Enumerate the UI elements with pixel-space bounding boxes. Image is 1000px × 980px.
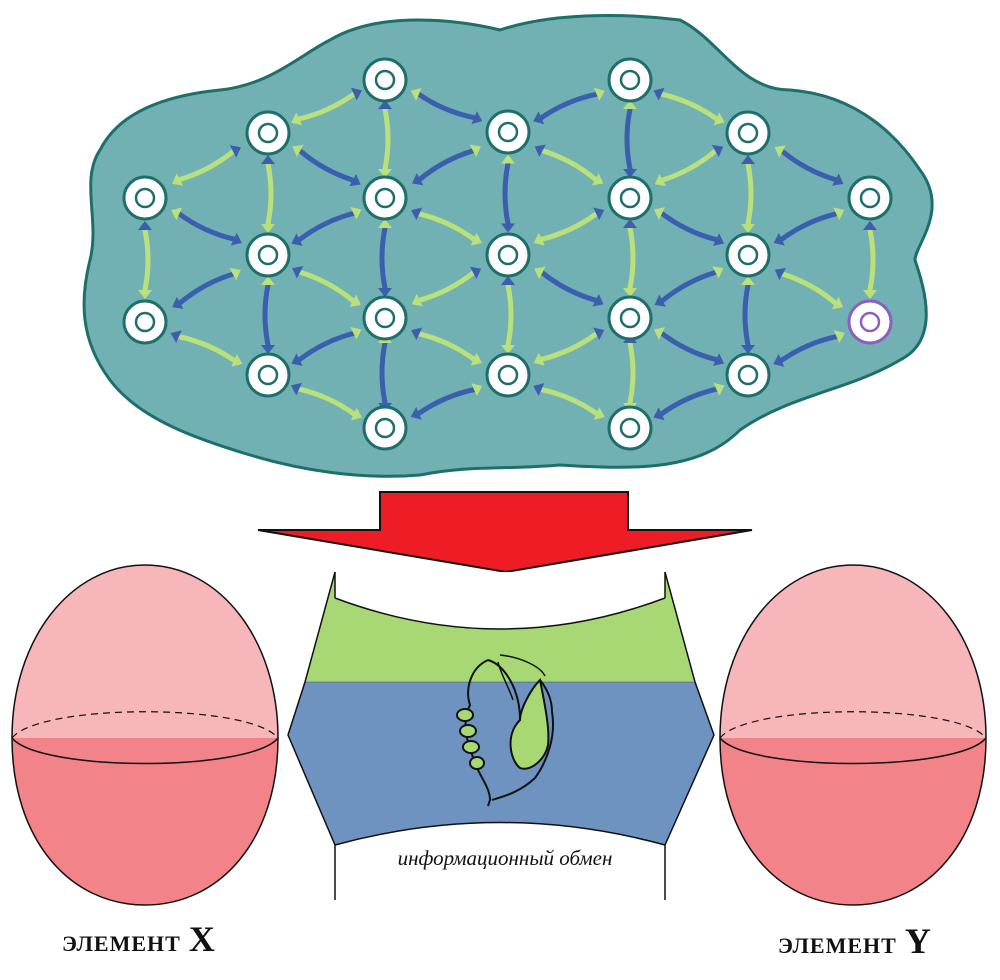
element-y-letter: Y	[904, 921, 931, 961]
information-exchange-band	[287, 571, 715, 900]
network-node	[485, 232, 531, 278]
network-arrow	[653, 207, 725, 246]
network-node	[847, 175, 893, 221]
network-arrow	[773, 207, 845, 246]
network-arrow	[533, 327, 605, 366]
network-arrow	[534, 266, 604, 307]
network-arrows	[138, 87, 877, 421]
network-arrow	[170, 330, 243, 367]
network-arrow	[774, 267, 844, 310]
network-arrow	[171, 207, 242, 246]
network-arrow	[261, 155, 275, 233]
network-node	[607, 175, 653, 221]
element-x-word: ЭЛЕМЕНТ	[62, 931, 181, 956]
element-y-label: ЭЛЕМЕНТ Y	[778, 920, 931, 962]
network-arrow	[292, 266, 361, 307]
network-node	[725, 352, 771, 398]
network-arrow	[411, 327, 482, 366]
element-y-egg	[719, 564, 987, 906]
network-node	[607, 405, 653, 451]
network-arrow	[533, 207, 605, 246]
network-arrow	[653, 382, 725, 421]
network-arrow	[290, 87, 363, 126]
network-node	[725, 232, 771, 278]
network-arrow	[291, 327, 362, 366]
network-arrow	[501, 276, 515, 354]
network-node	[245, 352, 291, 398]
network-arrow	[290, 382, 363, 421]
network-arrow	[533, 87, 605, 125]
network-arrow	[654, 144, 724, 187]
network-arrow	[412, 144, 481, 186]
network-arrow	[378, 219, 392, 297]
network-node	[362, 295, 408, 341]
exchange-caption: информационный обмен	[397, 846, 613, 870]
network-node	[607, 57, 653, 103]
network-arrow	[411, 266, 482, 307]
element-x-letter: X	[188, 919, 215, 959]
network-arrow	[411, 207, 482, 246]
network-node	[122, 299, 168, 345]
network-node	[362, 175, 408, 221]
network-arrow	[410, 87, 483, 125]
big-down-arrow	[257, 491, 753, 574]
element-y-word: ЭЛЕМЕНТ	[778, 933, 897, 958]
network-arrow	[653, 327, 725, 366]
network-arrow	[501, 154, 515, 233]
network-arrow	[741, 276, 755, 354]
network-node	[245, 232, 291, 278]
network-arrow	[653, 87, 725, 126]
network-arrow	[172, 268, 241, 309]
network-node	[485, 109, 531, 155]
network-arrow	[533, 383, 605, 420]
network-arrow	[292, 144, 361, 187]
network-arrow	[773, 330, 845, 367]
network-node-highlighted	[847, 299, 893, 345]
network-arrow	[534, 144, 604, 186]
network-node	[725, 110, 771, 156]
network-arrow	[863, 221, 877, 299]
network-arrow	[172, 145, 241, 186]
network-node	[485, 352, 531, 398]
element-x-egg	[11, 564, 279, 906]
network-arrow	[410, 383, 483, 420]
network-arrow	[774, 145, 844, 186]
network-arrow	[378, 100, 392, 178]
network-node	[607, 295, 653, 341]
network-node	[122, 175, 168, 221]
handshake-icon	[456, 654, 554, 807]
network-arrow	[741, 155, 755, 233]
network-node	[362, 57, 408, 103]
network-arrow	[623, 219, 637, 297]
network-arrow	[654, 266, 724, 307]
network-nodes	[122, 57, 893, 451]
network-node	[245, 110, 291, 156]
network-arrow	[291, 207, 362, 246]
network-arrow	[138, 221, 152, 299]
network-node	[362, 405, 408, 451]
network-arrow	[623, 100, 637, 178]
element-x-label: ЭЛЕМЕНТ X	[62, 918, 215, 960]
network-arrow	[261, 276, 275, 354]
